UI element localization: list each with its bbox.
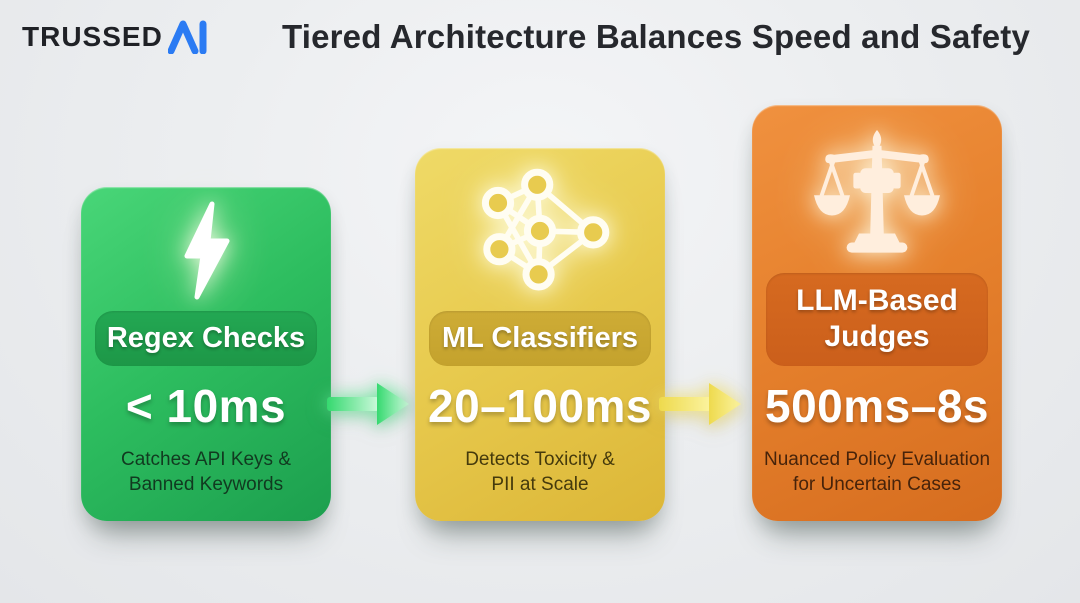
brand-logo: TRUSSED bbox=[22, 20, 208, 54]
tier-label: LLM-Based Judges bbox=[796, 283, 958, 354]
page-title: Tiered Architecture Balances Speed and S… bbox=[281, 18, 1031, 55]
tier-label: ML Classifiers bbox=[441, 321, 639, 354]
ai-mark-icon bbox=[167, 20, 207, 54]
arrow-right-icon bbox=[659, 383, 741, 425]
scales-of-justice-icon bbox=[752, 130, 1002, 256]
tier-latency: 500ms–8s bbox=[765, 380, 989, 432]
tier-description: Nuanced Policy Evaluation for Uncertain … bbox=[763, 449, 991, 495]
brand-wordmark: TRUSSED bbox=[22, 21, 163, 52]
arrow-right-icon bbox=[327, 383, 409, 425]
tier-label-pill: LLM-Based Judges bbox=[766, 272, 988, 366]
tier-card-regex-checks: Regex Checks < 10ms Catches API Keys & B… bbox=[81, 187, 331, 521]
neural-network-icon bbox=[415, 161, 665, 301]
tier-label: Regex Checks bbox=[106, 321, 306, 354]
tier-label-pill: ML Classifiers bbox=[429, 310, 651, 366]
lightning-bolt-icon bbox=[81, 201, 331, 301]
tier-label-pill: Regex Checks bbox=[95, 310, 317, 366]
tier-card-ml-classifiers: ML Classifiers 20–100ms Detects Toxicity… bbox=[415, 148, 665, 521]
tier-description: Catches API Keys & Banned Keywords bbox=[120, 449, 292, 495]
tier-latency: 20–100ms bbox=[428, 380, 652, 432]
tier-description: Detects Toxicity & PII at Scale bbox=[465, 449, 615, 495]
tier-card-llm-judges: LLM-Based Judges 500ms–8s Nuanced Policy… bbox=[752, 105, 1002, 521]
tier-latency: < 10ms bbox=[125, 380, 287, 432]
